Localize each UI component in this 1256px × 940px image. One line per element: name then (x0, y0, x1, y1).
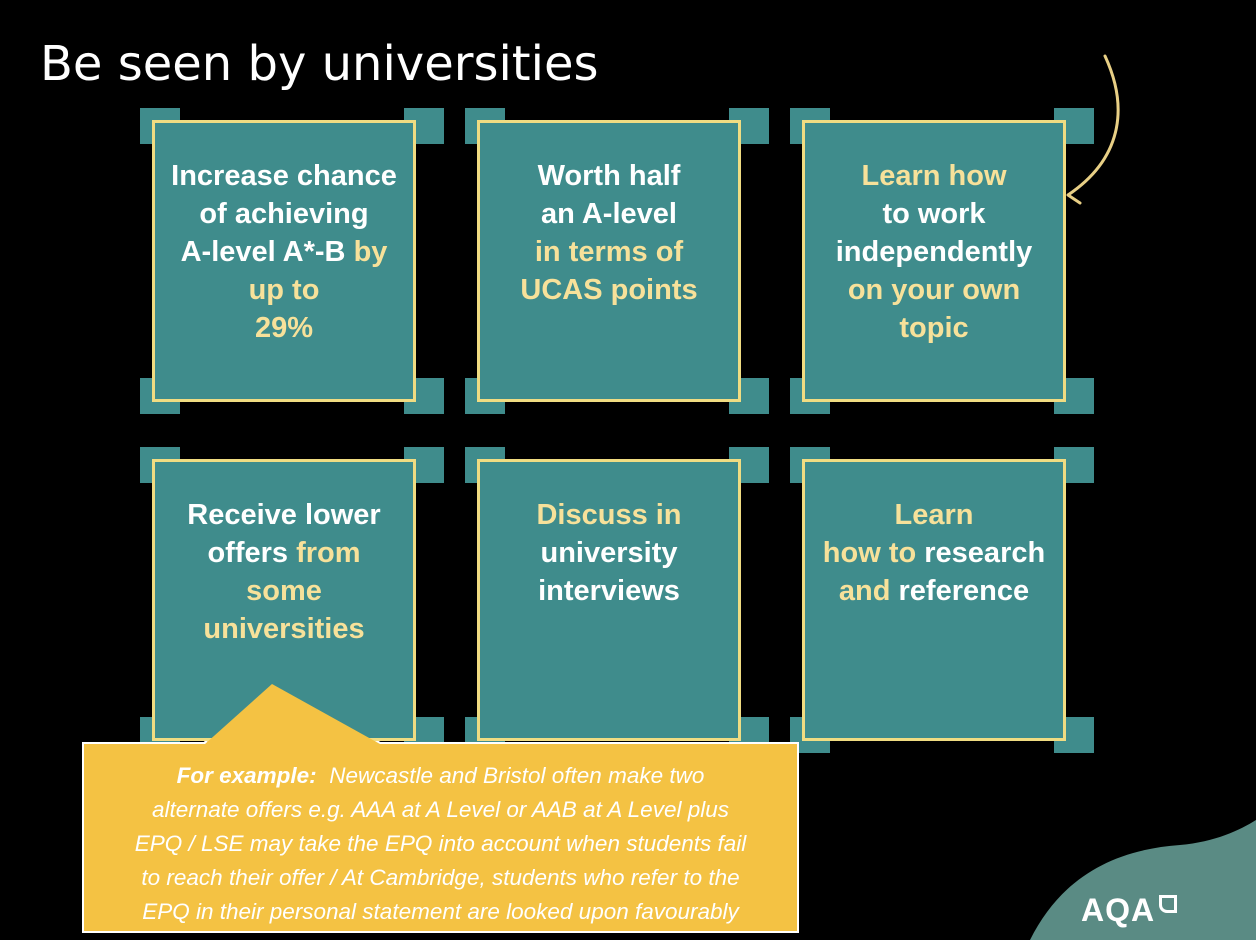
card-line: interviews (486, 572, 732, 610)
card-line: topic (811, 309, 1057, 347)
card-line: to work (811, 195, 1057, 233)
info-card: Worth half an A-level in terms of UCAS poin… (465, 108, 769, 414)
card-line: Worth half (486, 157, 732, 195)
card-line: up to (161, 271, 407, 309)
logo-text: AQA (1081, 892, 1156, 928)
card-text: topic (899, 312, 969, 344)
card-text: on your own (847, 274, 1021, 306)
card-line: universities (161, 610, 407, 648)
card-text: Learn (894, 499, 974, 531)
card-line: of achieving (161, 195, 407, 233)
card-text: Learn how (861, 160, 1007, 192)
card-text: from (296, 537, 361, 569)
card-text: in terms of (534, 236, 684, 268)
card-text: 29% (254, 312, 314, 344)
card-body: Learn how to work independently on your own… (802, 120, 1066, 402)
card-line: in terms of (486, 233, 732, 271)
card-line: some (161, 572, 407, 610)
card-line: an A-level (486, 195, 732, 233)
card-body: Discuss in university interviews (477, 459, 741, 741)
card-text: Discuss in (536, 499, 682, 531)
card-text: by (353, 236, 388, 268)
wave-shape (1030, 820, 1256, 940)
card-text: Worth half (537, 160, 681, 192)
card-text: to work (882, 198, 986, 230)
card-line: A-level A*-B by (161, 233, 407, 271)
card-line: independently (811, 233, 1057, 271)
card-line: Receive lower (161, 496, 407, 534)
card-text: and (838, 575, 899, 607)
callout-text: EPQ / LSE may take the EPQ into account … (134, 831, 747, 856)
slide-title: Be seen by universities (40, 36, 599, 92)
card-text: Increase chance (171, 160, 397, 192)
card-line: UCAS points (486, 271, 732, 309)
card-line: how to research (811, 534, 1057, 572)
card-text: interviews (538, 575, 680, 607)
card-line: and reference (811, 572, 1057, 610)
card-text: offers (207, 537, 297, 569)
card-text: up to (248, 274, 320, 306)
card-line: Learn (811, 496, 1057, 534)
callout-text: to reach their offer / At Cambridge, stu… (141, 865, 740, 890)
card-text: UCAS points (520, 274, 698, 306)
card-line: Learn how (811, 157, 1057, 195)
card-body: Worth half an A-level in terms of UCAS poin… (477, 120, 741, 402)
example-callout: For example: Newcastle and Bristol often… (82, 742, 799, 933)
card-text: independently (835, 236, 1033, 268)
card-line: offers from (161, 534, 407, 572)
card-text: university (540, 537, 678, 569)
card-text: research (924, 537, 1046, 569)
card-text: Receive lower (187, 499, 381, 531)
card-text: universities (203, 613, 365, 645)
callout-text: EPQ in their personal statement are look… (142, 899, 739, 924)
leaf-icon (1159, 895, 1178, 913)
card-text: reference (898, 575, 1030, 607)
aqa-logo: AQA (1081, 892, 1178, 929)
info-card: Discuss in university interviews (465, 447, 769, 753)
card-text: A-level A*-B (180, 236, 354, 268)
card-text: of achieving (199, 198, 369, 230)
card-text: some (246, 575, 322, 607)
callout-label: For example: (176, 763, 317, 788)
card-line: 29% (161, 309, 407, 347)
card-text: how to (822, 537, 925, 569)
card-line: Discuss in (486, 496, 732, 534)
card-line: on your own (811, 271, 1057, 309)
card-text: an A-level (541, 198, 677, 230)
card-line: university (486, 534, 732, 572)
callout-text: Newcastle and Bristol often make two (322, 763, 705, 788)
curved-arrow-icon (1066, 54, 1120, 205)
card-line: Increase chance (161, 157, 407, 195)
callout-text: alternate offers e.g. AAA at A Level or … (152, 797, 729, 822)
info-card: Learn how to work independently on your own… (790, 108, 1094, 414)
